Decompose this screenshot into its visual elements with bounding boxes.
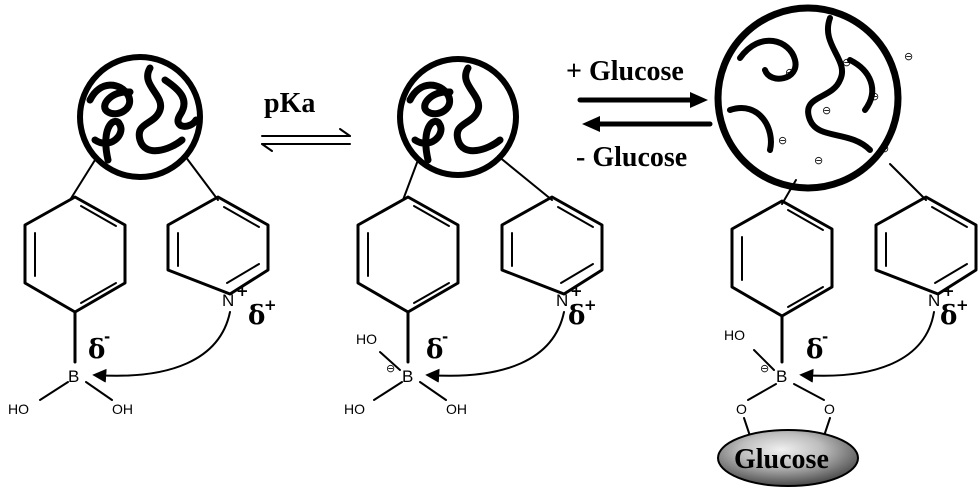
polymer-negative-charges: ⊖ ⊖ ⊖ ⊖ ⊖ ⊖ ⊖ ⊖	[778, 50, 913, 167]
glucose-ellipse: Glucose	[717, 429, 859, 487]
boron-negative-charge: ⊖	[760, 362, 769, 375]
boron-negative-charge: ⊖	[386, 362, 395, 375]
benzene-ring	[23, 195, 127, 314]
benzene-ring	[356, 195, 460, 314]
polymer-negative-charge: ⊖	[785, 66, 794, 79]
hydroxyl-right: OH	[112, 401, 133, 417]
interaction-arrow	[92, 311, 231, 383]
interaction-arrow	[799, 311, 935, 383]
hydroxyl-top: HO	[356, 331, 377, 347]
polymer-negative-charge: ⊖	[904, 50, 913, 63]
delta-plus-label: δ	[248, 301, 265, 331]
state-3-glucose-bound: ⊖ ⊖ ⊖ ⊖ ⊖ ⊖ ⊖ ⊖ B ⊖ HO O O	[714, 4, 978, 487]
hydroxyl-right: OH	[446, 401, 467, 417]
oxygen-right: O	[824, 401, 835, 417]
polymer-negative-charge: ⊖	[778, 134, 787, 147]
nitrogen-atom: N	[556, 291, 568, 310]
delta-minus-label: δ	[88, 335, 105, 365]
delta-plus-sign: +	[584, 296, 597, 314]
boron-atom: B	[402, 367, 413, 386]
delta-minus-label: δ	[426, 335, 443, 365]
boron-atom: B	[776, 367, 787, 386]
hydroxyl-top: HO	[724, 327, 745, 343]
polymer-globule	[397, 56, 519, 178]
benzene-ring	[730, 199, 834, 318]
delta-minus-sign: -	[104, 328, 110, 346]
polymer-negative-charge: ⊖	[880, 142, 889, 155]
glucose-label: Glucose	[734, 444, 829, 475]
polymer-negative-charge: ⊖	[842, 56, 851, 69]
pyridine-ring	[166, 195, 270, 296]
hydroxyl-left: HO	[344, 401, 365, 417]
swollen-polymer-globule	[714, 4, 902, 192]
hydroxyl-left: HO	[8, 401, 29, 417]
add-glucose-label: + Glucose	[566, 56, 684, 87]
delta-minus-label: δ	[806, 335, 823, 365]
state-1-neutral: B HO OH N + δ + δ -	[8, 54, 277, 417]
nitrogen-charge: +	[942, 282, 955, 300]
state-2-boronate: B ⊖ HO HO OH N + δ + δ -	[344, 56, 604, 417]
delta-plus-sign: +	[956, 296, 969, 314]
remove-glucose-label: - Glucose	[576, 142, 687, 173]
delta-plus-label: δ	[940, 301, 957, 331]
polymer-negative-charge: ⊖	[814, 154, 823, 167]
interaction-arrow	[425, 311, 565, 383]
boron-atom: B	[68, 367, 79, 386]
delta-minus-sign: -	[822, 328, 828, 346]
polymer-globule	[77, 54, 203, 180]
nitrogen-atom: N	[928, 291, 940, 310]
nitrogen-charge: +	[570, 282, 583, 300]
pka-equilibrium: pKa	[261, 88, 351, 152]
oxygen-left: O	[736, 401, 747, 417]
pka-label: pKa	[264, 88, 315, 119]
glucose-equilibrium: + Glucose - Glucose	[566, 56, 713, 173]
delta-plus-sign: +	[264, 296, 277, 314]
polymer-negative-charge: ⊖	[870, 90, 879, 103]
delta-minus-sign: -	[442, 328, 448, 346]
polymer-negative-charge: ⊖	[822, 104, 831, 117]
pyridine-ring	[874, 195, 978, 296]
nitrogen-atom: N	[222, 291, 234, 310]
delta-plus-label: δ	[568, 301, 585, 331]
nitrogen-charge: +	[236, 282, 249, 300]
pyridine-ring	[500, 195, 604, 296]
